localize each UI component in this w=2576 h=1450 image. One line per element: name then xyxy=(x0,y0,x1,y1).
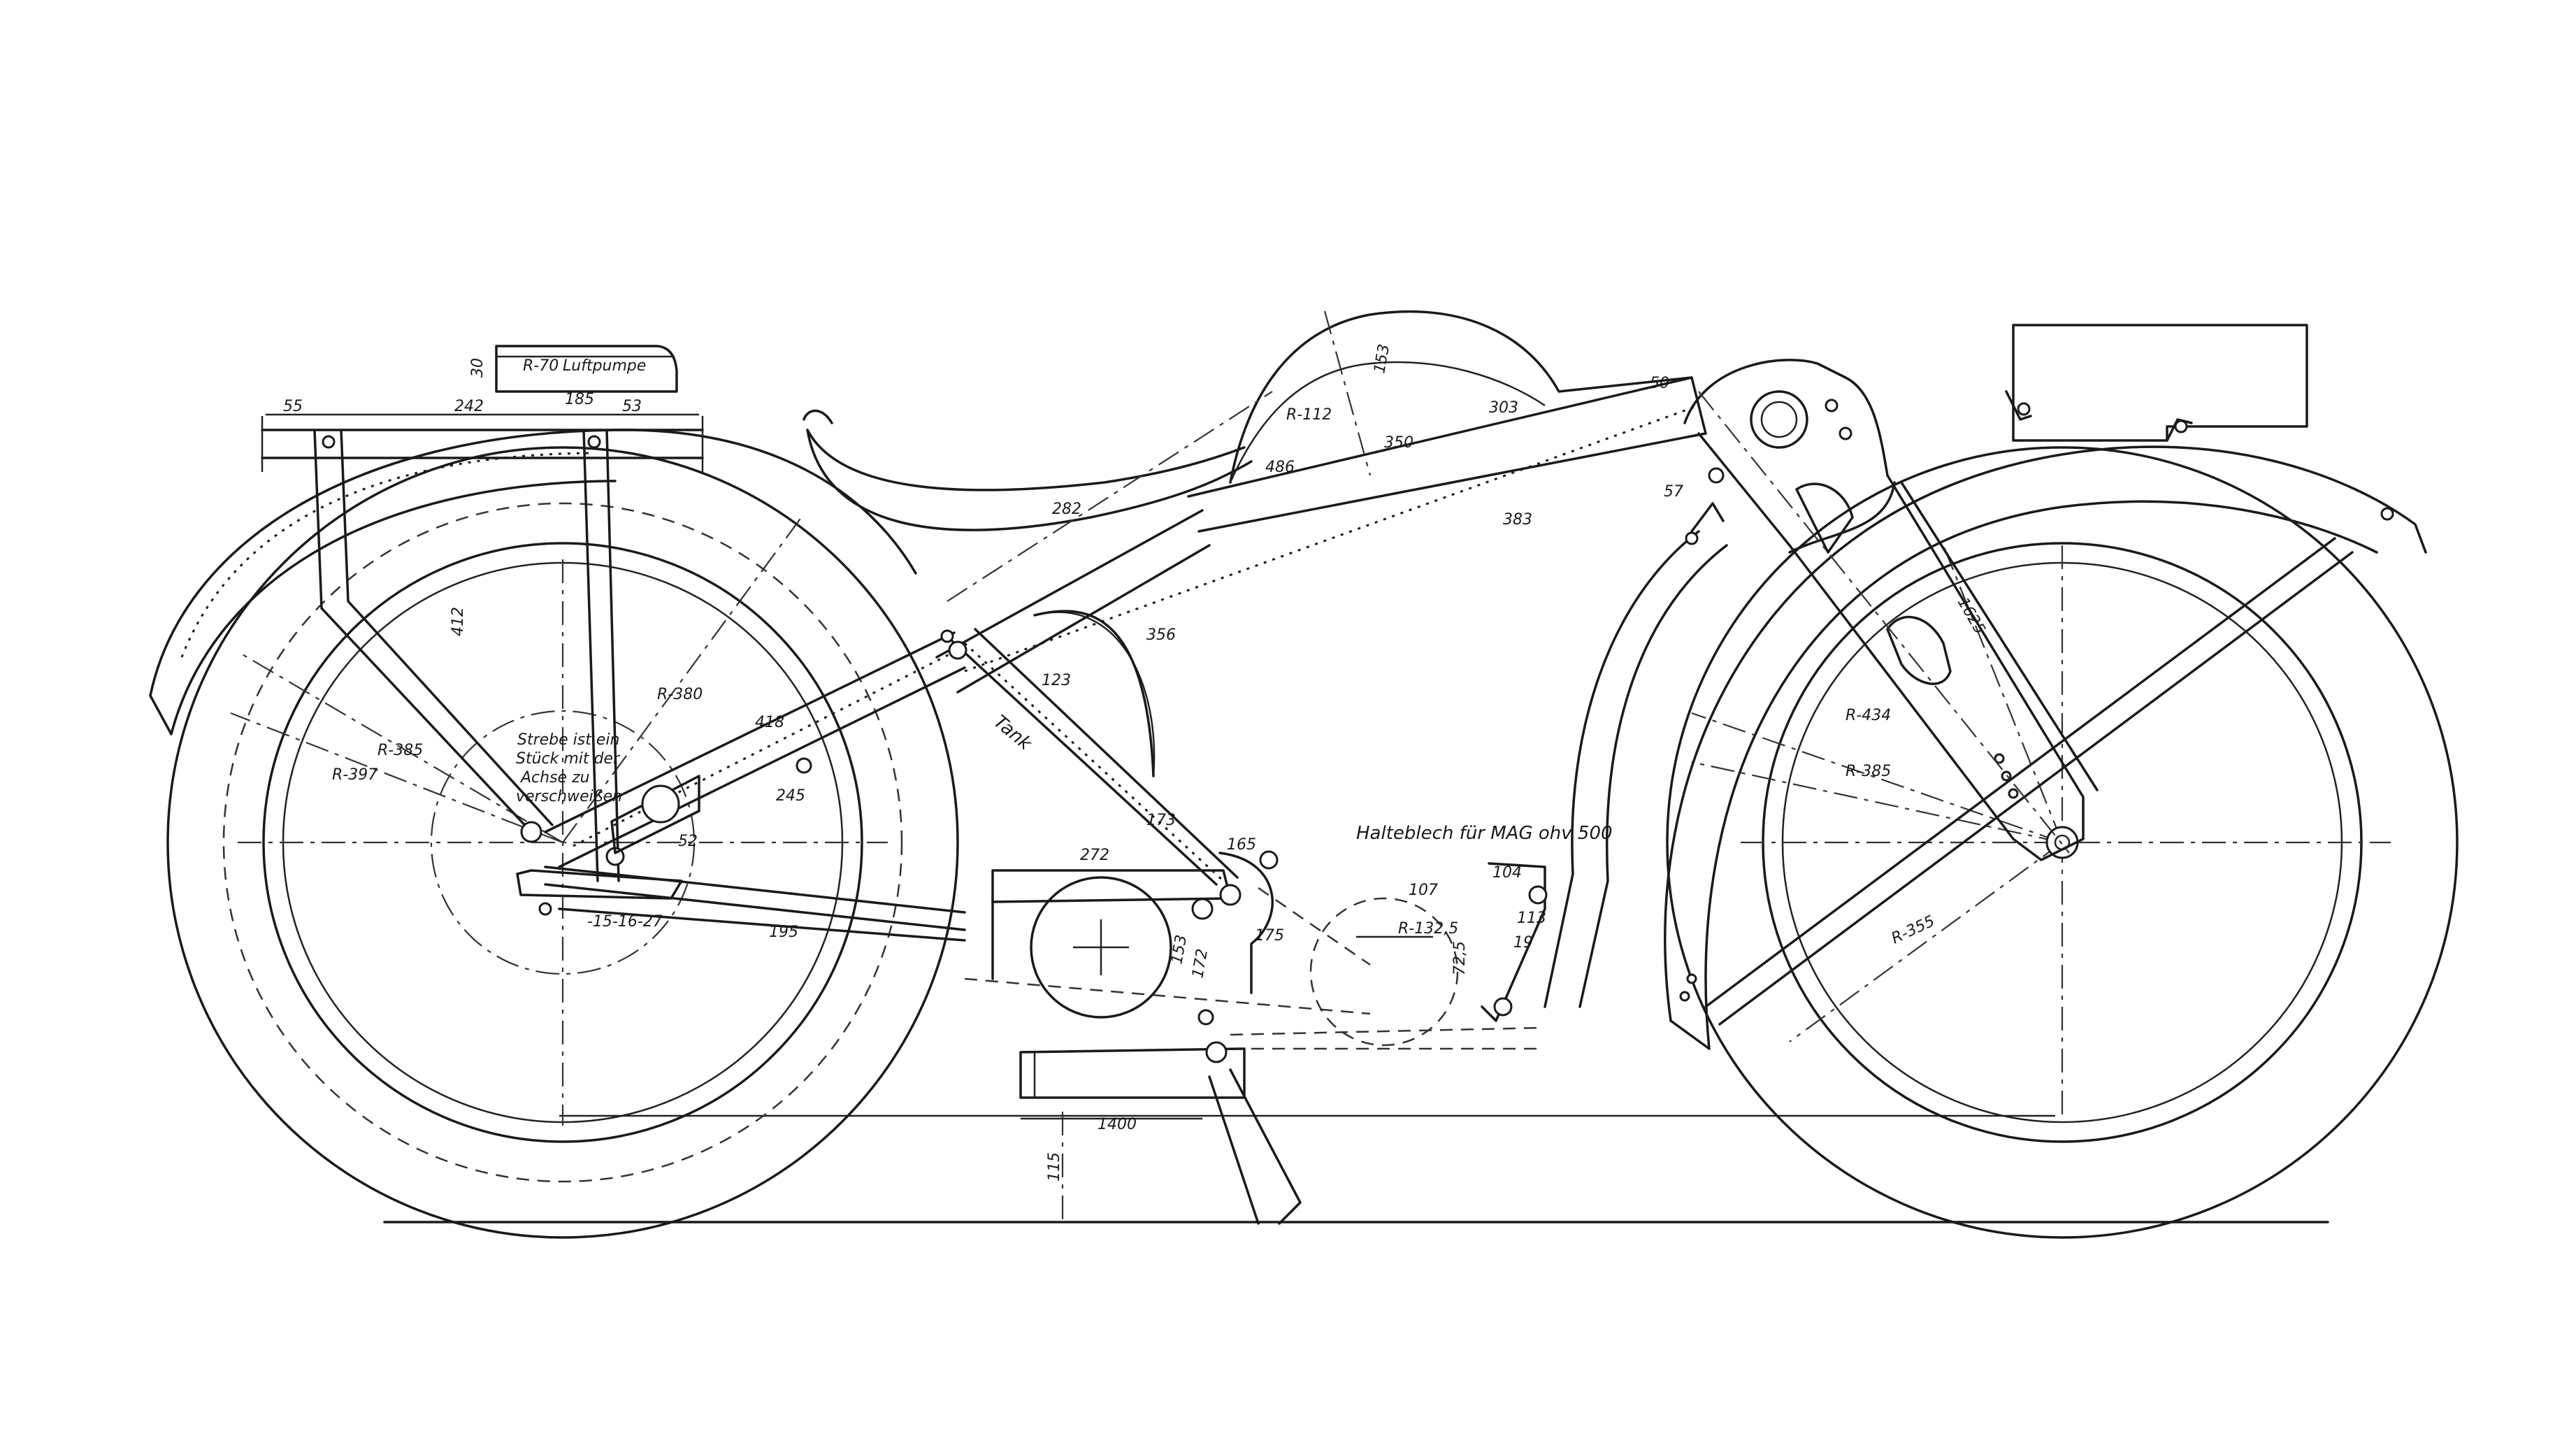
fork-radius-434: R-434 xyxy=(1845,707,1891,724)
box-side-dim: 30 xyxy=(469,358,487,378)
front-fender xyxy=(1664,445,2427,1050)
stand-153: 153 xyxy=(1168,933,1190,966)
engine-107: 107 xyxy=(1409,882,1438,899)
top-tube-57: 57 xyxy=(1664,483,1683,501)
engine-104: 104 xyxy=(1492,864,1522,882)
hub-note-line-4: verschweißen xyxy=(516,788,622,805)
front-fender-stays xyxy=(1704,537,2354,1026)
luggage-rack: 55 242 53 412 xyxy=(261,398,704,882)
tank-side-note: Tank xyxy=(990,711,1036,755)
box-label: Luftpumpe xyxy=(563,357,646,375)
seat-dim-282: 282 xyxy=(1052,501,1081,518)
box-dim: 185 xyxy=(565,391,594,408)
rear-dim-418: 418 xyxy=(755,714,784,731)
chain-stay-195: 195 xyxy=(769,924,798,941)
ground-lines xyxy=(383,1114,2329,1223)
rear-radius-380: R-380 xyxy=(657,686,703,703)
engine-725: 72,5 xyxy=(1451,941,1469,975)
rack-dim-c: 53 xyxy=(622,398,642,415)
fork-radius-355: R-355 xyxy=(1889,912,1938,947)
tank-length: 303 xyxy=(1489,399,1518,417)
fork-1625: 1625 xyxy=(1954,595,1989,638)
hub-note-line-2: Stück mit der xyxy=(516,750,621,768)
mount-165: 165 xyxy=(1227,836,1256,854)
chain-stays: 195 -15-16-27 xyxy=(516,866,966,942)
number-plate xyxy=(2005,324,2308,442)
rear-hub-note: Strebe ist ein Stück mit der Achse zu ve… xyxy=(516,731,622,805)
rear-dim-245: 245 xyxy=(776,787,805,805)
rear-radius-385: R-385 xyxy=(377,742,423,759)
engine-mount-plates: 165 175 xyxy=(1218,836,1548,1022)
tank-radius: R-112 xyxy=(1286,406,1332,424)
seat-tube-123: 123 xyxy=(1042,672,1071,689)
rear-wheel xyxy=(166,446,959,1239)
rack-dim-d: 412 xyxy=(449,607,467,636)
hub-note-line-3: Achse zu xyxy=(519,769,590,787)
engine-radius: R-132,5 xyxy=(1398,920,1458,938)
seat-tube-173: 173 xyxy=(1146,812,1176,829)
air-pump-box: Luftpumpe 185 30 R-70 xyxy=(469,345,678,408)
stand-172: 172 xyxy=(1189,947,1211,979)
hub-note-line-1: Strebe ist ein xyxy=(517,731,619,749)
chain-stay-nums: -15-16-27 xyxy=(587,913,663,931)
gearbox-272: 272 xyxy=(1080,847,1109,864)
rack-dim-a: 55 xyxy=(283,398,303,415)
engine-outline: Halteblech für MAG ohv 500 107 R-132,5 7… xyxy=(1230,823,1613,1050)
seat xyxy=(803,409,1253,531)
fork-radius-385: R-385 xyxy=(1845,763,1891,780)
mount-175: 175 xyxy=(1255,927,1284,945)
kickstand: 1400 115 172 153 xyxy=(1019,898,1302,1225)
rear-dim-52: 52 xyxy=(678,833,698,850)
rack-dim-b: 242 xyxy=(454,398,484,415)
stand-1400: 1400 xyxy=(1098,1116,1137,1133)
top-tube-50: 50 xyxy=(1650,375,1669,392)
rear-radius-397: R-397 xyxy=(332,766,377,784)
front-wheel xyxy=(1666,446,2459,1239)
engine-plate-note: Halteblech für MAG ohv 500 xyxy=(1356,823,1613,844)
stand-115: 115 xyxy=(1046,1152,1063,1182)
rear-dim-356: 356 xyxy=(1146,626,1176,644)
frame-rear-diagonal: 418 356 245 52 R-380 R-385 R-397 xyxy=(332,626,1176,868)
frame-top-tube: 50 383 57 282 xyxy=(935,375,1707,694)
gearbox: 272 xyxy=(964,847,1371,1019)
tank-height: 153 xyxy=(1371,343,1393,375)
top-tube-383: 383 xyxy=(1503,511,1532,529)
box-radius: R-70 xyxy=(523,357,559,375)
frame-front-downtube xyxy=(1544,467,1728,1008)
